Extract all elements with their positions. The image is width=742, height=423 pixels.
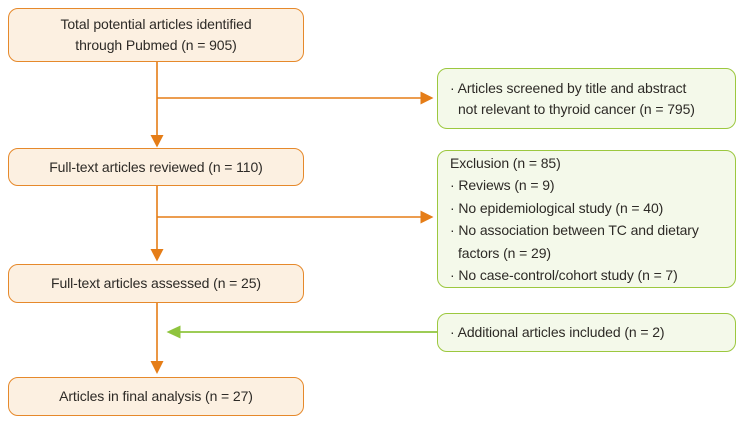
box-screened-excluded: · Articles screened by title and abstrac… xyxy=(437,68,736,129)
arrow-additional-to-flow xyxy=(166,325,437,339)
box-final: Articles in final analysis (n = 27) xyxy=(8,377,304,416)
box-screened-line2: not relevant to thyroid cancer (n = 795) xyxy=(458,100,695,117)
arrow-reviewed-to-assessed xyxy=(150,186,164,262)
box-exclusion-line6: · No case-control/cohort study (n = 7) xyxy=(450,267,678,283)
box-exclusion-line2: · Reviews (n = 9) xyxy=(450,177,555,193)
arrow-identified-to-reviewed xyxy=(150,62,164,148)
arrow-branch-to-exclusion xyxy=(157,210,434,224)
box-additional-label: · Additional articles included (n = 2) xyxy=(450,324,665,340)
box-final-label: Articles in final analysis (n = 27) xyxy=(59,388,253,404)
box-identified-line2: through Pubmed (n = 905) xyxy=(75,37,237,53)
box-assessed-label: Full-text articles assessed (n = 25) xyxy=(51,275,261,291)
box-reviewed: Full-text articles reviewed (n = 110) xyxy=(8,148,304,186)
box-identified-line1: Total potential articles identified xyxy=(60,16,252,32)
box-exclusion-line3: · No epidemiological study (n = 40) xyxy=(450,199,664,216)
box-screened-line1: · Articles screened by title and abstrac… xyxy=(450,79,687,96)
arrow-assessed-to-final xyxy=(150,303,164,374)
box-exclusion-line5: factors (n = 29) xyxy=(458,244,551,261)
box-exclusion-line1: Exclusion (n = 85) xyxy=(450,154,561,171)
arrow-branch-to-screened xyxy=(157,91,434,105)
box-additional: · Additional articles included (n = 2) xyxy=(437,313,736,352)
box-assessed: Full-text articles assessed (n = 25) xyxy=(8,264,304,303)
box-exclusion-line4: · No association between TC and dietary xyxy=(450,222,699,238)
box-identified: Total potential articles identified thro… xyxy=(8,8,304,62)
box-reviewed-label: Full-text articles reviewed (n = 110) xyxy=(49,158,263,175)
box-exclusion: Exclusion (n = 85) · Reviews (n = 9) · N… xyxy=(437,150,736,288)
